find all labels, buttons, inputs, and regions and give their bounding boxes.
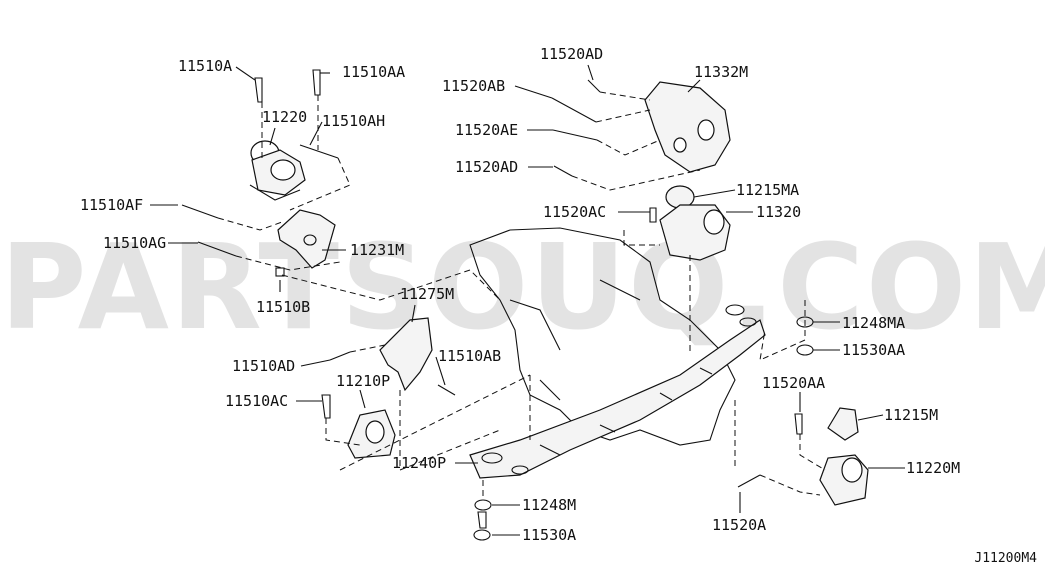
crossmember-11240P — [469, 319, 766, 479]
bolts — [181, 69, 814, 541]
bracket-11275M — [379, 317, 433, 392]
label-11520AA: 11520AA — [762, 374, 826, 392]
label-11320: 11320 — [756, 203, 802, 221]
mount-11210P — [347, 409, 396, 459]
label-11215M: 11215M — [884, 406, 939, 424]
label-11220: 11220 — [262, 108, 308, 126]
label-11220M: 11220M — [906, 459, 961, 477]
label-11510AB: 11510AB — [438, 347, 502, 365]
label-11510AC: 11510AC — [225, 392, 289, 410]
guide-lines — [217, 91, 826, 500]
bracket-11231M — [277, 209, 336, 269]
label-11248MA: 11248MA — [842, 314, 906, 332]
label-11520AE: 11520AE — [455, 121, 519, 139]
label-11510AH: 11510AH — [322, 112, 386, 130]
label-11332M: 11332M — [694, 63, 749, 81]
mount-11220M — [819, 454, 869, 506]
label-11520AD-mid: 11520AD — [455, 158, 519, 176]
label-11231M: 11231M — [350, 241, 405, 259]
label-11248M: 11248M — [522, 496, 577, 514]
watermark: PARTSOUQ.COM — [0, 218, 1045, 356]
mount-11220 — [249, 140, 306, 201]
label-11510AD: 11510AD — [232, 357, 296, 375]
diagram-code: J11200M4 — [974, 551, 1037, 566]
label-11520A: 11520A — [712, 516, 767, 534]
label-11215MA: 11215MA — [736, 181, 800, 199]
engine-block-outline — [469, 227, 736, 446]
label-11530A: 11530A — [522, 526, 577, 544]
washer-11215M — [827, 407, 859, 441]
label-11520AD-top: 11520AD — [540, 45, 604, 63]
label-11240P: 11240P — [392, 454, 447, 472]
leader-lines — [150, 64, 905, 536]
label-11510A: 11510A — [178, 57, 233, 75]
label-11510B: 11510B — [256, 298, 311, 316]
label-11520AB: 11520AB — [442, 77, 506, 95]
label-11510AF: 11510AF — [80, 196, 144, 214]
label-11275M: 11275M — [400, 285, 455, 303]
label-11210P: 11210P — [336, 372, 391, 390]
mount-11320 — [659, 204, 731, 261]
label-11520AC: 11520AC — [543, 203, 607, 221]
label-11510AA: 11510AA — [342, 63, 406, 81]
label-11510AG: 11510AG — [103, 234, 167, 252]
label-11530AA: 11530AA — [842, 341, 906, 359]
bracket-11332M — [644, 81, 731, 173]
